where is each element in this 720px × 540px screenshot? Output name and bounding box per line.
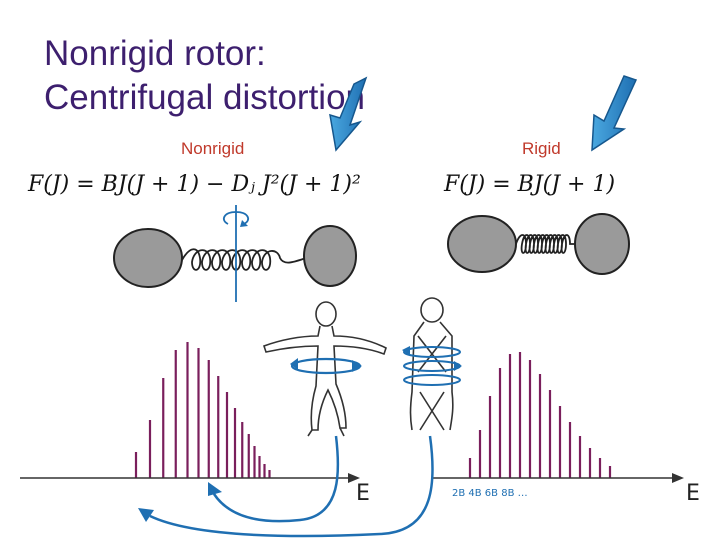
rigid-equation: F(J) = BJ(J + 1) bbox=[444, 172, 616, 197]
connector-arrow-inner bbox=[208, 435, 340, 523]
right-atom-ball bbox=[303, 225, 357, 287]
pointer-arrow-right-icon bbox=[591, 75, 638, 152]
nonrigid-equation: F(J) = BJ(J + 1) − Dⱼ J²(J + 1)² bbox=[28, 172, 361, 197]
skater-head bbox=[315, 301, 337, 327]
long-spring bbox=[181, 248, 307, 271]
slide-title: Nonrigid rotor: Centrifugal distortion bbox=[44, 32, 365, 120]
energy-axis-right bbox=[432, 473, 684, 483]
left-atom-ball bbox=[113, 228, 183, 288]
nonrigid-spectrum bbox=[134, 342, 271, 478]
spacing-annotation: 2B 4B 6B 8B … bbox=[452, 488, 528, 499]
skater-arms-in bbox=[409, 297, 454, 431]
short-spring bbox=[515, 234, 580, 254]
pointer-arrow-left-icon bbox=[329, 76, 368, 152]
rigid-label: Rigid bbox=[522, 139, 561, 158]
skater-spin-arrows-tight bbox=[402, 346, 462, 386]
nonrigid-label: Nonrigid bbox=[181, 139, 245, 158]
title-line-1: Nonrigid rotor: bbox=[44, 34, 266, 73]
rigid-spectrum bbox=[468, 352, 612, 478]
energy-axis-left bbox=[20, 473, 360, 483]
skater-spin-arrows bbox=[290, 357, 362, 375]
skater-head bbox=[420, 297, 444, 323]
axis-label-e-left: E bbox=[356, 481, 370, 506]
rotation-arrow-icon bbox=[222, 211, 250, 225]
left-atom-ball bbox=[447, 215, 517, 273]
connector-arrow-outer bbox=[138, 435, 434, 538]
rigid-molecule bbox=[447, 213, 630, 275]
skater-arms-out bbox=[262, 301, 387, 437]
right-atom-ball bbox=[574, 213, 630, 275]
axis-label-e-right: E bbox=[686, 481, 700, 506]
nonrigid-molecule bbox=[113, 205, 357, 302]
title-line-2: Centrifugal distortion bbox=[44, 78, 365, 117]
